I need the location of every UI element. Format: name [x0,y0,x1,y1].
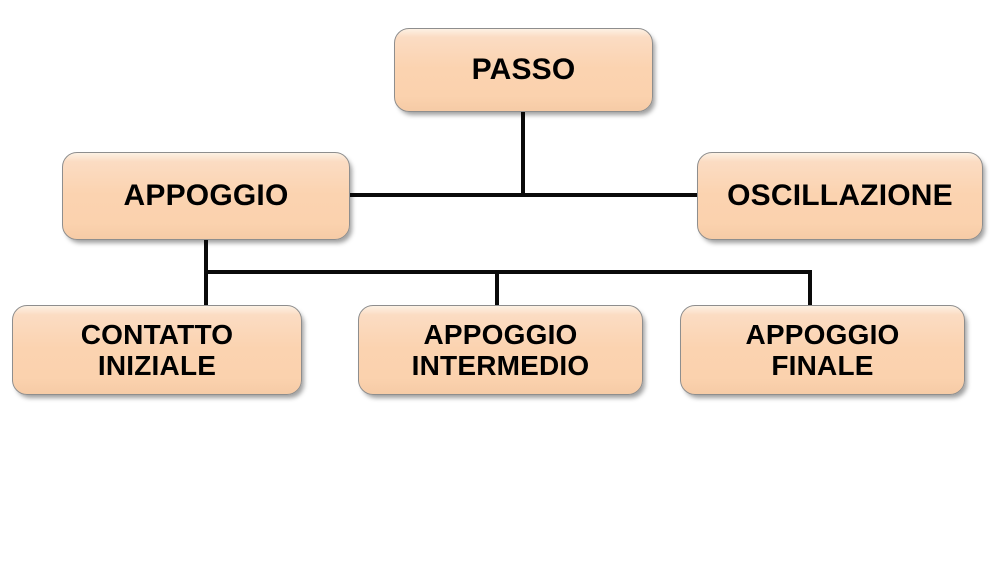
connector-appoggio-drop [204,238,208,274]
node-appoggio-intermedio[interactable]: APPOGGIO INTERMEDIO [358,305,643,395]
connector-level1-bus [350,193,699,197]
node-oscillazione-label: OSCILLAZIONE [727,179,953,213]
node-passo[interactable]: PASSO [394,28,653,112]
connector-level2-bus [204,270,812,274]
node-oscillazione[interactable]: OSCILLAZIONE [697,152,983,240]
connector-drop-contatto [204,270,208,308]
connector-drop-finale [808,270,812,308]
connector-passo-drop [521,110,525,197]
node-contatto-iniziale-label: CONTATTO INIZIALE [80,318,234,381]
node-appoggio-finale[interactable]: APPOGGIO FINALE [680,305,965,395]
node-contatto-iniziale[interactable]: CONTATTO INIZIALE [12,305,302,395]
node-appoggio[interactable]: APPOGGIO [62,152,350,240]
node-appoggio-label: APPOGGIO [123,179,289,213]
node-appoggio-intermedio-label: APPOGGIO INTERMEDIO [411,318,590,381]
node-passo-label: PASSO [471,53,576,87]
connector-drop-intermedio [495,270,499,308]
node-appoggio-finale-label: APPOGGIO FINALE [745,318,900,381]
